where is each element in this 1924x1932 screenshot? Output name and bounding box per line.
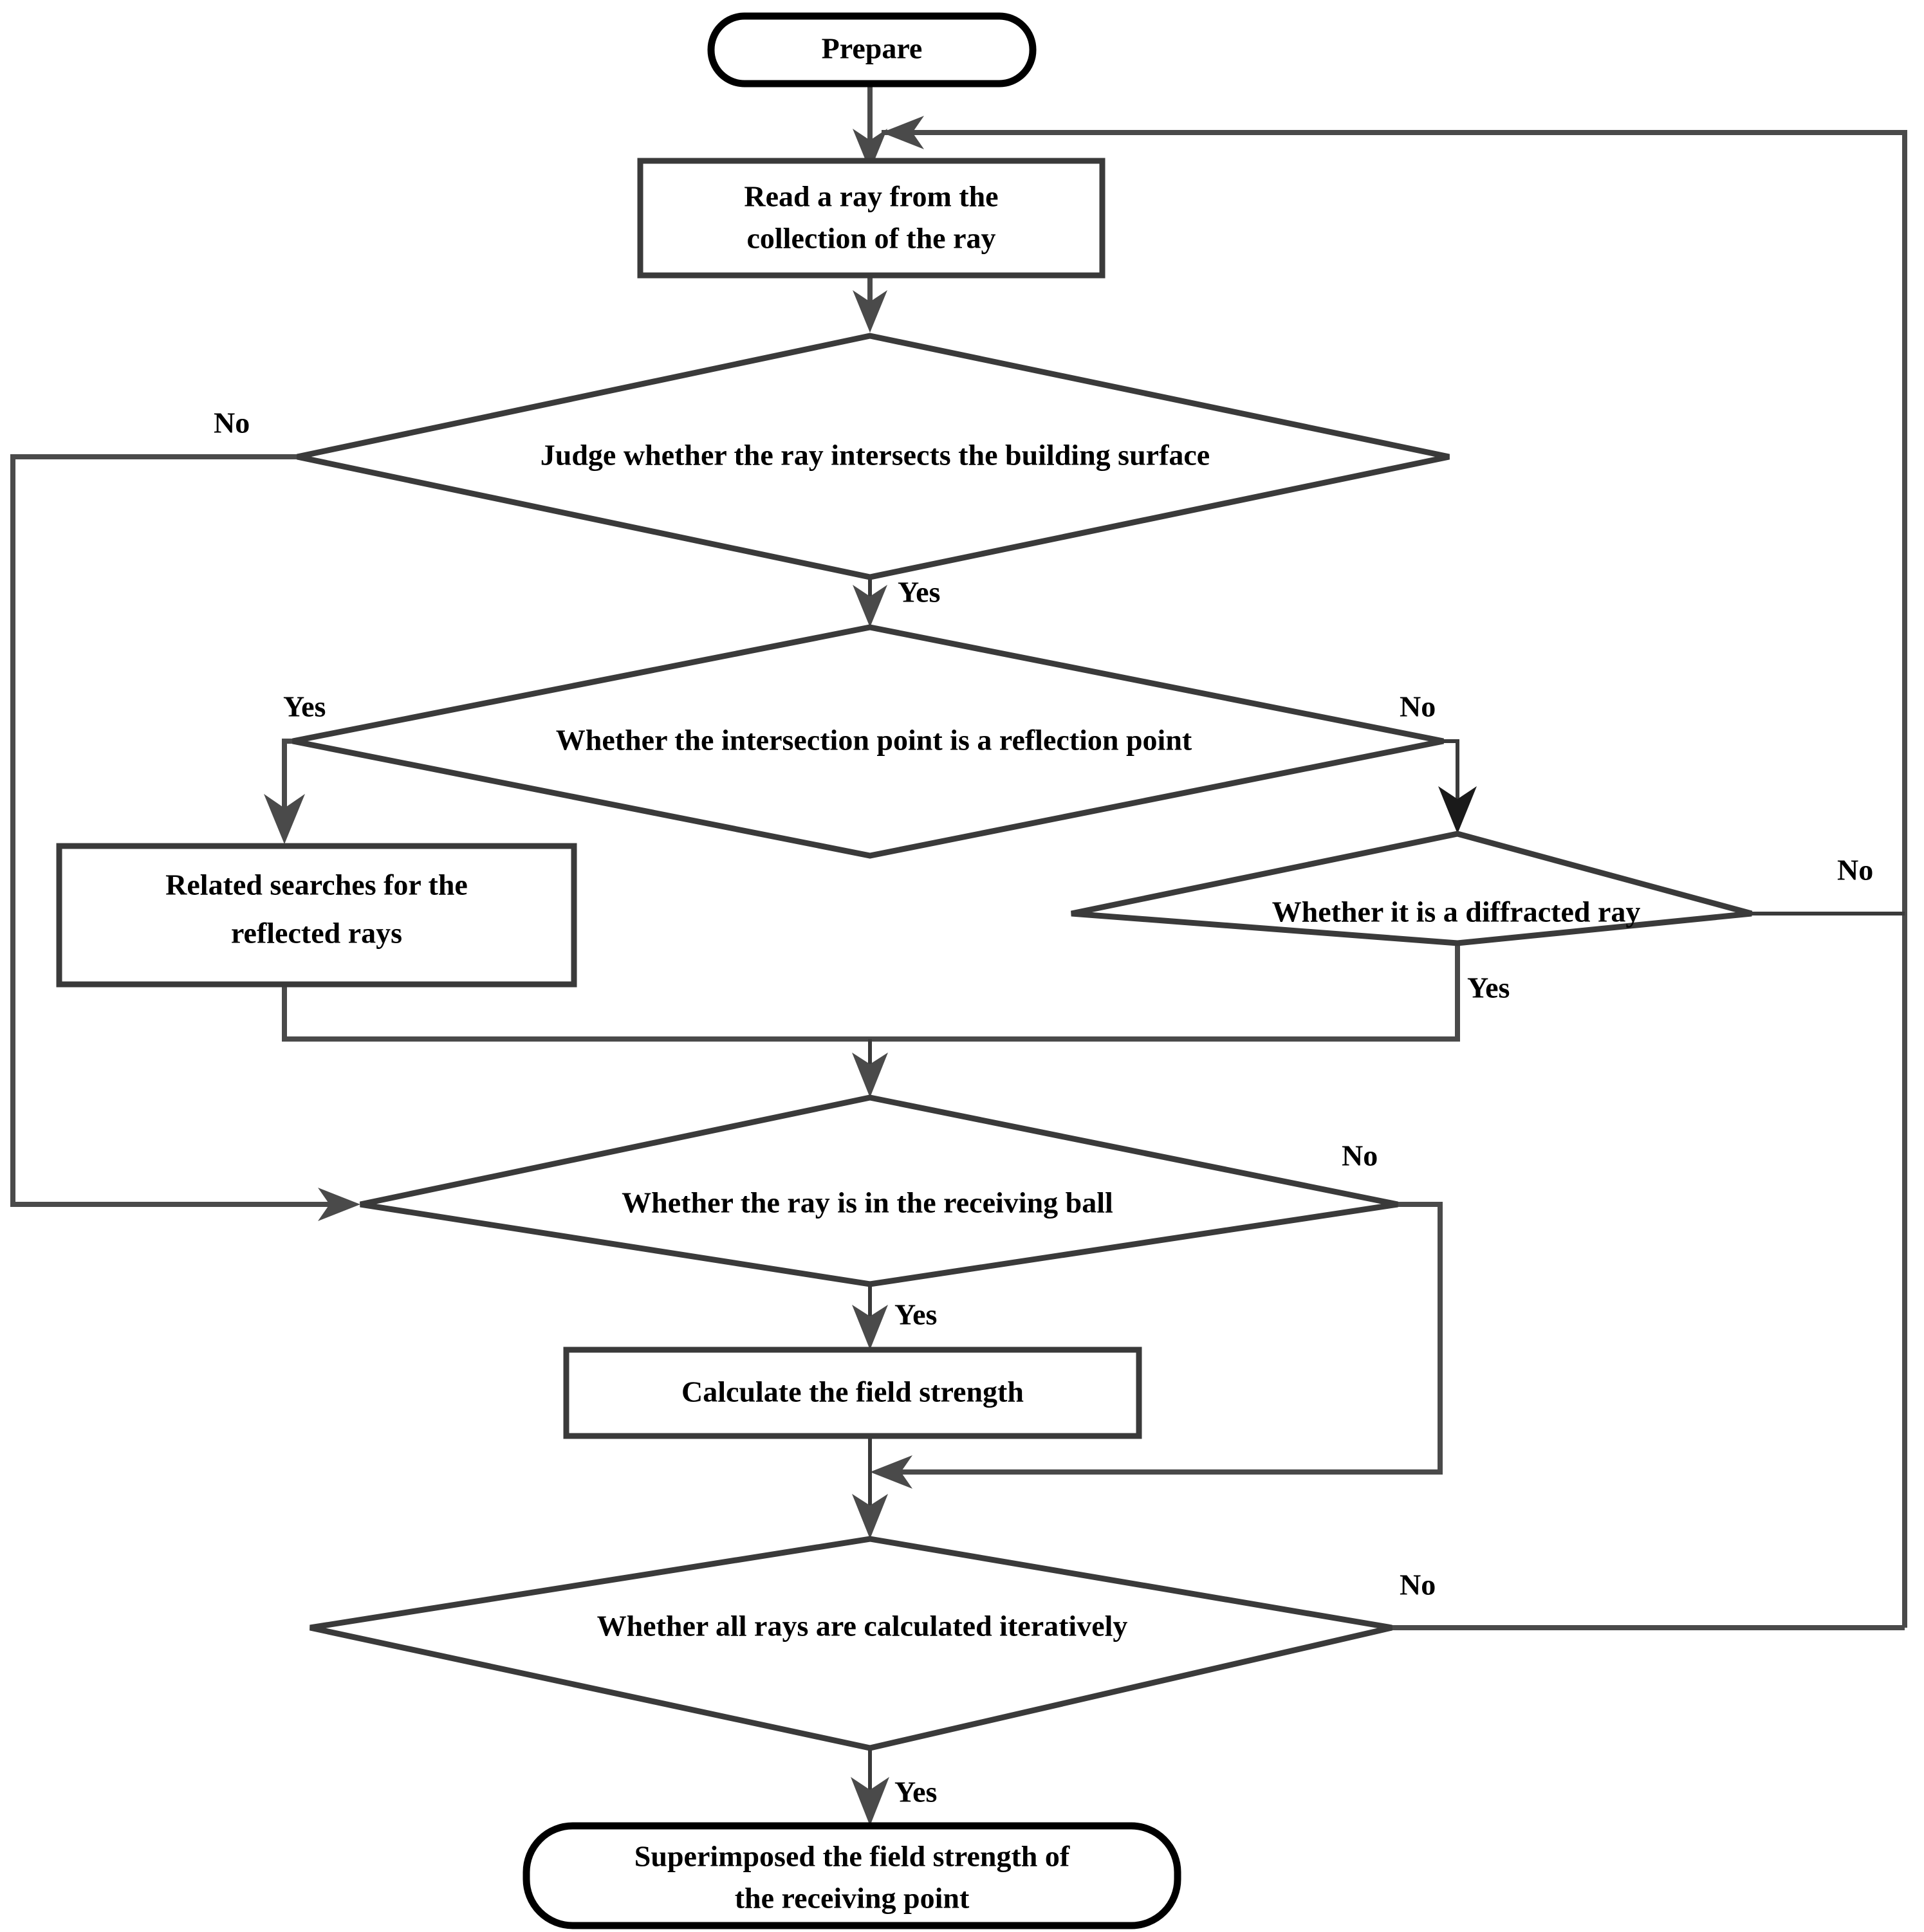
- edge-label-iterate-yes: Yes: [894, 1776, 937, 1808]
- node-decision-iterate[interactable]: Whether all rays are calculated iterativ…: [310, 1536, 1393, 1751]
- node-decision-intersect-label: Judge whether the ray intersects the bui…: [541, 439, 1210, 472]
- edge-receiving-no: [870, 1202, 1443, 1489]
- node-start-label: Prepare: [822, 32, 923, 65]
- edge-calc-to-iterate: [852, 1436, 888, 1539]
- node-read-ray-label-line2: collection of the ray: [746, 222, 995, 255]
- edge-label-reflection-no: No: [1400, 690, 1436, 723]
- edge-label-receiving-no: No: [1342, 1139, 1378, 1172]
- node-related-search-label-line2: reflected rays: [231, 917, 402, 950]
- edge-label-iterate-no: No: [1400, 1569, 1436, 1601]
- edge-merge-to-receiving: [852, 1039, 888, 1098]
- node-decision-intersect[interactable]: Judge whether the ray intersects the bui…: [297, 333, 1450, 580]
- node-end-label-line2: the receiving point: [735, 1882, 970, 1915]
- node-calc-field[interactable]: Calculate the field strength: [563, 1347, 1142, 1439]
- edge-label-reflection-yes: Yes: [283, 690, 326, 723]
- edge-intersect-no: [10, 454, 360, 1221]
- edge-intersect-yes: [853, 577, 887, 627]
- edge-reflection-yes: [264, 739, 305, 844]
- node-read-ray[interactable]: Read a ray from the collection of the ra…: [637, 158, 1105, 279]
- node-related-search-label-line1: Related searches for the: [165, 869, 468, 901]
- edge-label-receiving-yes: Yes: [894, 1298, 937, 1331]
- node-decision-diffract[interactable]: Whether it is a diffracted ray: [1071, 831, 1753, 946]
- node-decision-reflection[interactable]: Whether the intersection point is a refl…: [292, 624, 1444, 859]
- edge-reflection-no: [1438, 739, 1477, 834]
- edge-receiving-yes: [852, 1284, 888, 1350]
- node-read-ray-label-line1: Read a ray from the: [744, 180, 998, 213]
- edge-read-to-intersect: [853, 275, 887, 333]
- node-calc-field-label: Calculate the field strength: [681, 1375, 1024, 1408]
- node-end[interactable]: Superimposed the field strength of the r…: [523, 1822, 1181, 1929]
- edge-label-diffract-no: No: [1837, 854, 1873, 887]
- edge-label-intersect-no: No: [214, 407, 250, 439]
- node-start[interactable]: Prepare: [707, 12, 1037, 87]
- node-decision-receiving-label: Whether the ray is in the receiving ball: [622, 1186, 1113, 1219]
- node-related-search[interactable]: Related searches for the reflected rays: [56, 843, 577, 988]
- edge-label-diffract-yes: Yes: [1467, 971, 1510, 1004]
- node-decision-iterate-label: Whether all rays are calculated iterativ…: [597, 1610, 1128, 1642]
- node-end-label-line1: Superimposed the field strength of: [634, 1840, 1070, 1873]
- edge-start-to-read: [853, 84, 887, 171]
- node-decision-diffract-label: Whether it is a diffracted ray: [1272, 896, 1641, 928]
- edge-iterate-yes: [851, 1748, 889, 1826]
- edge-label-intersect-yes: Yes: [898, 576, 940, 609]
- edge-related-to-merge: [282, 983, 870, 1042]
- edge-iterate-no-return: [882, 116, 1907, 1628]
- node-decision-reflection-label: Whether the intersection point is a refl…: [556, 724, 1192, 757]
- edge-diffract-yes: [870, 943, 1460, 1042]
- node-decision-receiving[interactable]: Whether the ray is in the receiving ball: [360, 1094, 1398, 1287]
